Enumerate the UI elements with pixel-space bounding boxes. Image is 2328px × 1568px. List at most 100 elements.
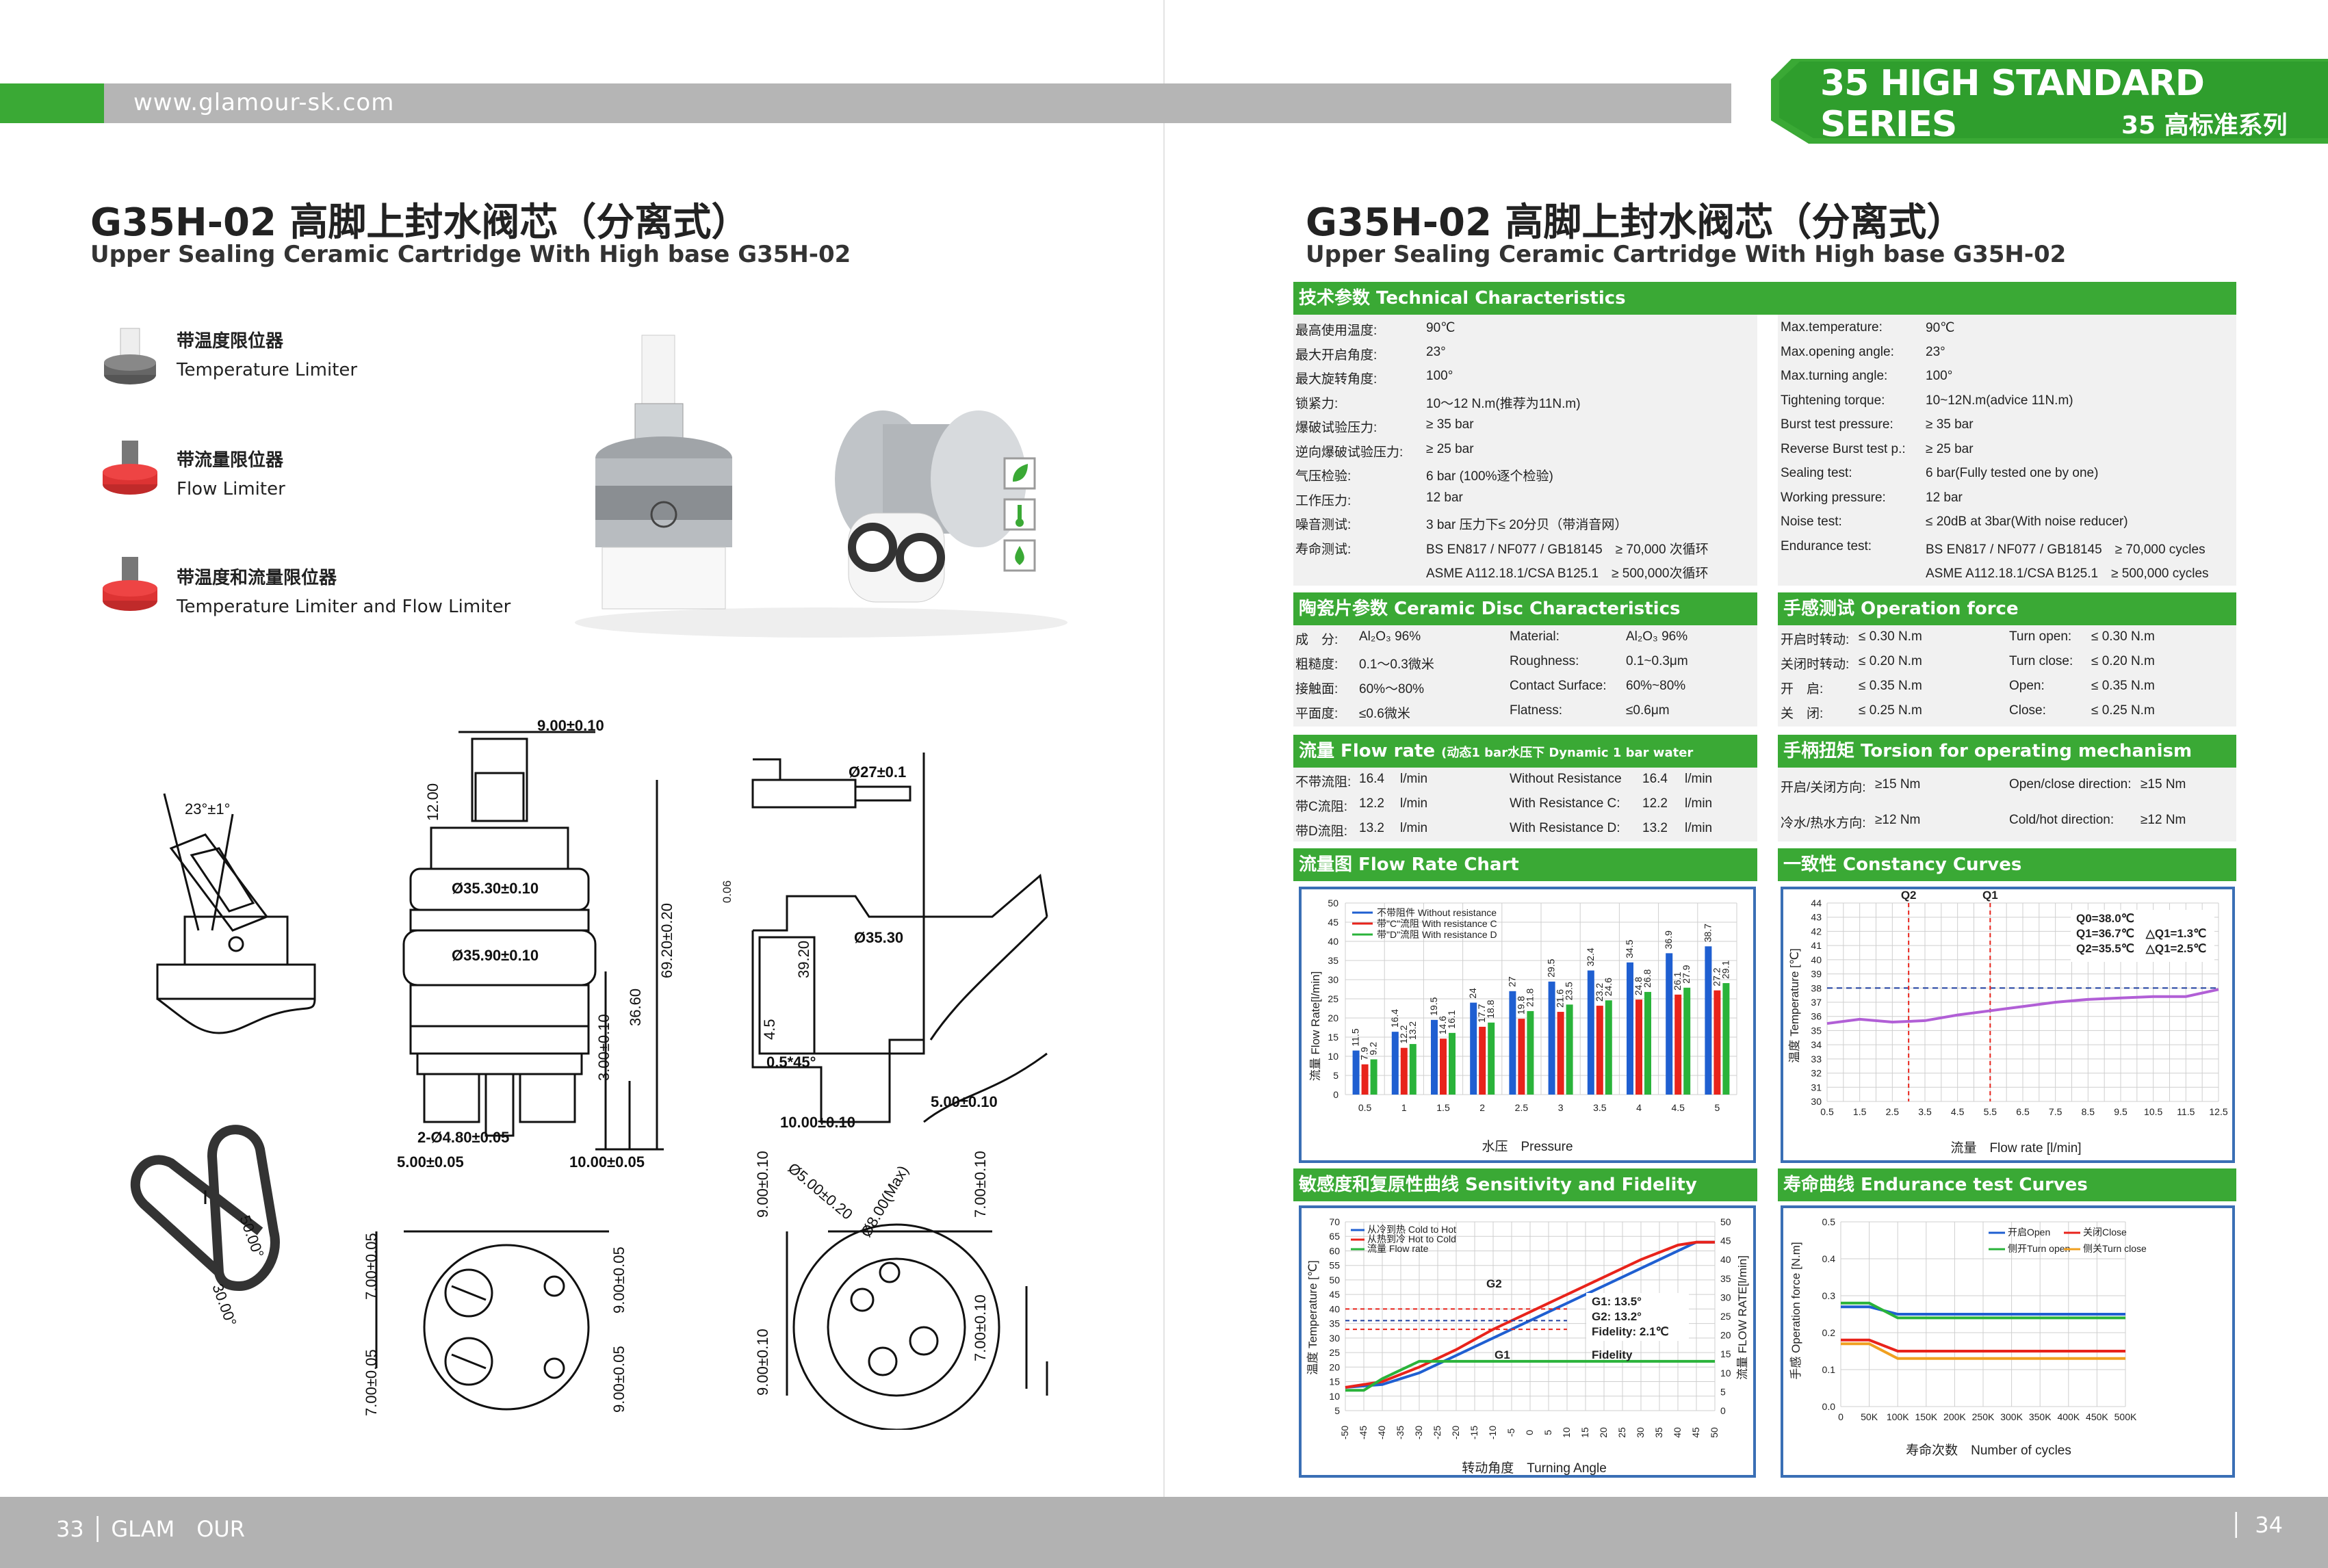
annotation-box xyxy=(1586,1293,1689,1341)
bar xyxy=(1391,1032,1399,1095)
dim-h6920: 69.20±0.20 xyxy=(658,903,675,978)
bar xyxy=(1713,990,1721,1095)
flow-label: 带C流阻: xyxy=(1295,800,1348,814)
dim-b900a: 9.00±0.10 xyxy=(754,1151,771,1218)
section-sensitivity: 敏感度和复原性曲线 Sensitivity and Fidelity Curve… xyxy=(1293,1168,1757,1228)
dim-b900b: 9.00±0.10 xyxy=(754,1329,771,1396)
y-tick-label: 37 xyxy=(1811,997,1822,1008)
y-tick-label: 41 xyxy=(1811,940,1822,951)
tech-label-cn: 最高使用温度: xyxy=(1295,324,1378,338)
dim-b1000: 10.00±0.10 xyxy=(780,1114,855,1131)
x-tick-label: 300K xyxy=(2000,1411,2023,1422)
bar-label: 27.9 xyxy=(1681,965,1692,983)
bar xyxy=(1431,1019,1438,1095)
torsion-bg xyxy=(1778,768,2236,841)
tech-en-bg xyxy=(1778,315,2236,586)
ceramic-label: 平面度: xyxy=(1295,707,1338,721)
opforce-label: 关闭时转动: xyxy=(1781,657,1850,672)
tech-value-en: 12 bar xyxy=(1926,490,1963,505)
bar xyxy=(1644,991,1651,1095)
tech-label-en: Max.turning angle: xyxy=(1781,369,1888,383)
dim-h12: 12.00 xyxy=(424,783,441,821)
x-tick-label: 500K xyxy=(2114,1411,2137,1422)
tech-label-cn: 最大开启角度: xyxy=(1295,348,1378,363)
flow-label: 带D流阻: xyxy=(1295,824,1348,839)
bar-label: 21.6 xyxy=(1555,989,1566,1008)
ceramic-label-en: Contact Surface: xyxy=(1510,679,1607,693)
flow-bg xyxy=(1293,768,1757,841)
bar xyxy=(1352,1050,1360,1095)
y-tick-label: 30 xyxy=(1328,974,1338,985)
bar xyxy=(1470,1002,1477,1095)
bar xyxy=(1449,1032,1456,1095)
x-tick-label: -15 xyxy=(1469,1426,1479,1439)
bar xyxy=(1605,1000,1612,1095)
dim-d27: Ø27±0.1 xyxy=(849,763,906,781)
x-tick-label: 4.5 xyxy=(1951,1106,1965,1117)
x-tick-label: 3.5 xyxy=(1918,1106,1932,1117)
bar-label: 27 xyxy=(1506,976,1517,987)
x-tick-label: 2.5 xyxy=(1515,1102,1529,1113)
y-tick-label: 0.3 xyxy=(1822,1290,1836,1301)
legend-label: 关闭Close xyxy=(2083,1227,2127,1238)
bar-label: 29.1 xyxy=(1720,961,1731,979)
ceramic-value: ≤0.6微米 xyxy=(1359,707,1410,721)
tech-label-cn: 寿命测试: xyxy=(1295,542,1351,557)
y-tick-label: 0.1 xyxy=(1822,1364,1836,1375)
x-tick-label: 50 xyxy=(1709,1427,1720,1438)
legend-label: 开启Open xyxy=(2008,1227,2050,1238)
annotation: G1 xyxy=(1495,1348,1510,1361)
dim-d3590: Ø35.90±0.10 xyxy=(452,947,539,964)
website-link[interactable]: www.glamour-sk.com xyxy=(133,89,395,116)
annotation: Q0=38.0℃ xyxy=(2076,912,2134,925)
section-flowchart: 流量图 Flow Rate Chart xyxy=(1293,848,1757,881)
x-tick-label: -10 xyxy=(1487,1426,1498,1439)
dim-chamfer: 0.5*45° xyxy=(766,1054,816,1071)
tech-label-en: Working pressure: xyxy=(1781,490,1886,505)
ceramic-label: 成 分: xyxy=(1295,633,1338,647)
bar xyxy=(1518,1019,1525,1095)
bar xyxy=(1674,994,1682,1095)
bar xyxy=(1705,946,1712,1095)
opforce-label: 关 闭: xyxy=(1781,707,1824,721)
flow-limiter-icon xyxy=(103,441,157,495)
flow-unit-en: l/min xyxy=(1685,796,1713,811)
y2-tick-label: 5 xyxy=(1720,1386,1726,1397)
series-title-en: 35 HIGH STANDARD SERIES xyxy=(1820,63,2205,145)
dim-h3660: 36.60 xyxy=(627,989,644,1026)
x-tick-label: 1.5 xyxy=(1853,1106,1867,1117)
bar-label: 24 xyxy=(1467,988,1478,999)
bar-label: 14.6 xyxy=(1437,1016,1448,1034)
tech-label-en: Max.opening angle: xyxy=(1781,344,1894,359)
x-tick-label: -25 xyxy=(1432,1426,1443,1439)
series-line xyxy=(1826,988,2219,1025)
tech-value-en: 90℃ xyxy=(1926,321,1955,335)
x-tick-label: -5 xyxy=(1505,1428,1516,1437)
page-number-left: 33 │ GLAM OUR xyxy=(56,1516,246,1542)
series-line xyxy=(1841,1305,2125,1316)
x-tick-label: 45 xyxy=(1690,1427,1701,1438)
x-tick-label: 10.5 xyxy=(2144,1106,2162,1117)
tech-label-en: Max.temperature: xyxy=(1781,320,1883,335)
tech-value-en: 6 bar(Fully tested one by one) xyxy=(1926,466,2099,480)
bar xyxy=(1370,1059,1378,1095)
y2-tick-label: 20 xyxy=(1720,1330,1731,1341)
tech-label-en: Endurance test: xyxy=(1781,538,1872,553)
page-subtitle-right: Upper Sealing Ceramic Cartridge With Hig… xyxy=(1306,241,2067,268)
y-tick-label: 15 xyxy=(1329,1376,1340,1387)
x-tick-label: -50 xyxy=(1339,1426,1350,1439)
x-axis-label: 转动角度 Turning Angle xyxy=(1462,1461,1607,1476)
bar xyxy=(1400,1047,1408,1095)
flow-value-en: 12.2 xyxy=(1642,796,1668,811)
flow-unit: l/min xyxy=(1400,796,1428,811)
marker-label: Q1 xyxy=(1982,889,1998,902)
y-tick-label: 40 xyxy=(1811,954,1822,965)
x-tick-label: 5 xyxy=(1542,1430,1553,1435)
x-tick-label: 12.5 xyxy=(2209,1106,2227,1117)
flow-label: 不带流阻: xyxy=(1295,775,1351,789)
tech-label-cn: 爆破试验压力: xyxy=(1295,421,1378,435)
x-tick-label: 8.5 xyxy=(2082,1106,2095,1117)
dim-b500: 5.00±0.10 xyxy=(931,1093,998,1110)
tech-value-en: 23° xyxy=(1926,344,1945,359)
tech-label-cn: 逆向爆破试验压力: xyxy=(1295,445,1404,460)
